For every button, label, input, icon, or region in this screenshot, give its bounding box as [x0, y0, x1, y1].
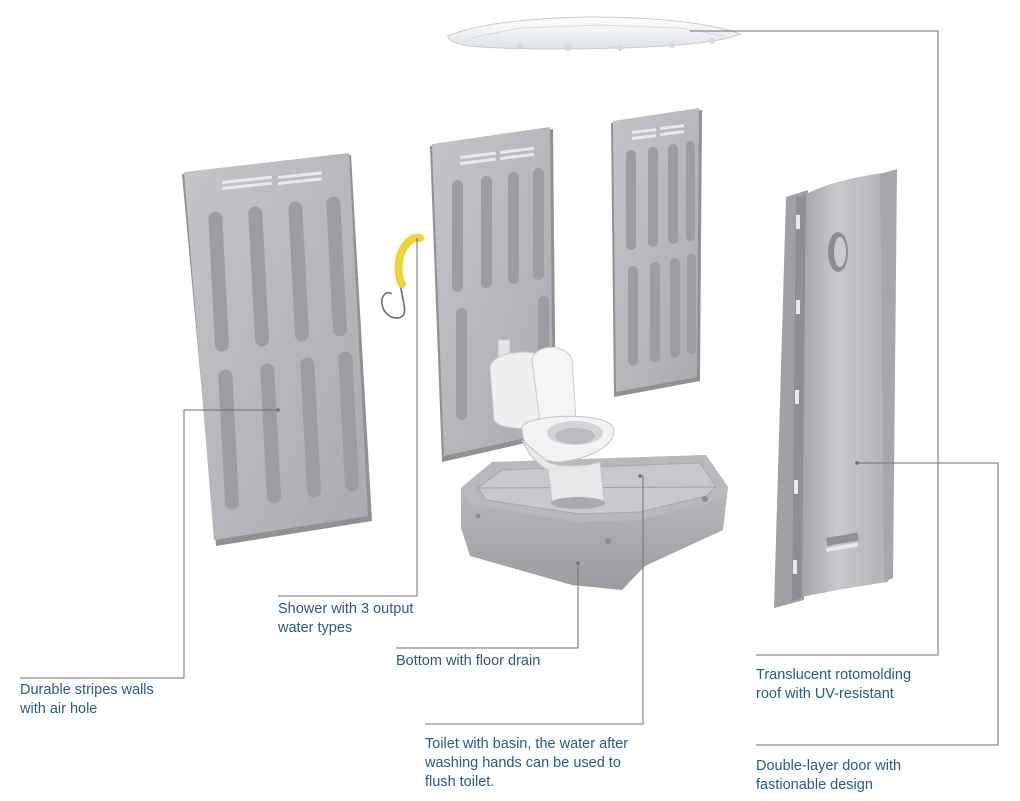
roof — [447, 16, 742, 51]
shower-head — [381, 233, 424, 319]
right-wall-panel — [611, 108, 702, 397]
door — [774, 169, 897, 608]
door-callout: Double-layer door with fastionable desig… — [756, 758, 902, 793]
leader-dots — [276, 408, 859, 565]
leader-floor — [396, 563, 579, 649]
toilet — [489, 339, 615, 509]
leader-door — [756, 462, 999, 746]
left-wall-panel — [182, 153, 372, 546]
leader-shower — [278, 238, 418, 597]
shower-callout: Shower with 3 output water types — [278, 601, 414, 636]
walls-callout: Durable stripes walls with air hole — [20, 682, 154, 717]
leader-roof — [690, 30, 939, 656]
leader-walls — [20, 409, 278, 679]
leader-lines — [20, 30, 999, 746]
floor-callout: Bottom with floor drain — [396, 653, 541, 669]
toilet-callout: Toilet with basin, the water after washi… — [425, 736, 629, 790]
roof-callout: Translucent rotomolding roof with UV-res… — [756, 667, 912, 702]
